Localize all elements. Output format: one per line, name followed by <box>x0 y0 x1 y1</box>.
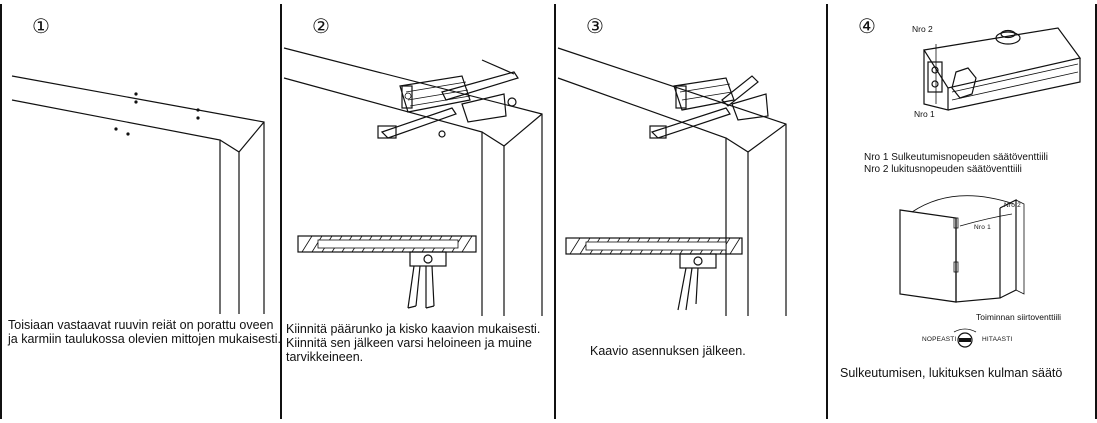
step-2-panel: ② <box>282 4 556 419</box>
slow-label: HITAASTI <box>982 336 1013 343</box>
step-1-caption: Toisiaan vastaavat ruuvin reiät on porat… <box>8 318 282 346</box>
step-3-caption: Kaavio asennuksen jälkeen. <box>590 344 746 358</box>
valve-adjustment-drawing <box>899 27 1082 348</box>
section-view <box>297 235 477 309</box>
drill-hole <box>134 100 138 104</box>
drill-hole <box>114 127 118 131</box>
step-4-number: ④ <box>858 14 876 38</box>
step-2-caption: Kiinnitä päärunko ja kisko kaavion mukai… <box>286 322 541 364</box>
closer-body-closeup <box>923 27 1082 111</box>
drill-hole <box>196 116 200 120</box>
step-1-panel: ① Toisiaan vastaavat ruuvin reiät on por… <box>0 4 282 419</box>
closer-arm <box>649 75 769 139</box>
valve-nro-2 <box>931 66 939 74</box>
label-nro-2: Nro 2 <box>912 24 933 34</box>
valve-description-line-2: Nro 2 lukitusnopeuden säätöventtiili <box>864 164 1022 175</box>
angle-label-nro-2: Nro 2 <box>1004 202 1021 209</box>
fast-label: NOPEASTI <box>922 336 957 343</box>
step-3-number: ③ <box>586 14 604 38</box>
step-1-number: ① <box>32 14 50 38</box>
closer-arm <box>377 59 519 139</box>
section-view <box>565 237 743 311</box>
angle-label-nro-1: Nro 1 <box>974 224 991 231</box>
valve-description-line-1: Nro 1 Sulkeutumisnopeuden säätöventtiili <box>864 152 1048 163</box>
door-angle-diagram <box>899 195 1025 303</box>
step-4-caption: Sulkeutumisen, lukituksen kulman säätö <box>840 366 1063 380</box>
speed-switch-icon <box>953 328 977 348</box>
closer-body <box>399 75 471 113</box>
step-3-panel: ③ <box>556 4 828 419</box>
door-frame-drill-holes-drawing <box>11 75 265 314</box>
closer-body <box>673 77 735 111</box>
step-4-panel: ④ <box>828 4 1097 419</box>
drill-hole <box>126 132 130 136</box>
valve-nro-1 <box>931 80 939 88</box>
installed-closer-drawing <box>557 47 787 316</box>
closer-mounting-drawing <box>283 47 543 316</box>
label-nro-1: Nro 1 <box>914 109 935 119</box>
switch-valve-title: Toiminnan siirtoventtiili <box>976 312 1062 322</box>
drill-hole <box>134 92 138 96</box>
drill-hole <box>196 108 200 112</box>
step-2-number: ② <box>312 14 330 38</box>
